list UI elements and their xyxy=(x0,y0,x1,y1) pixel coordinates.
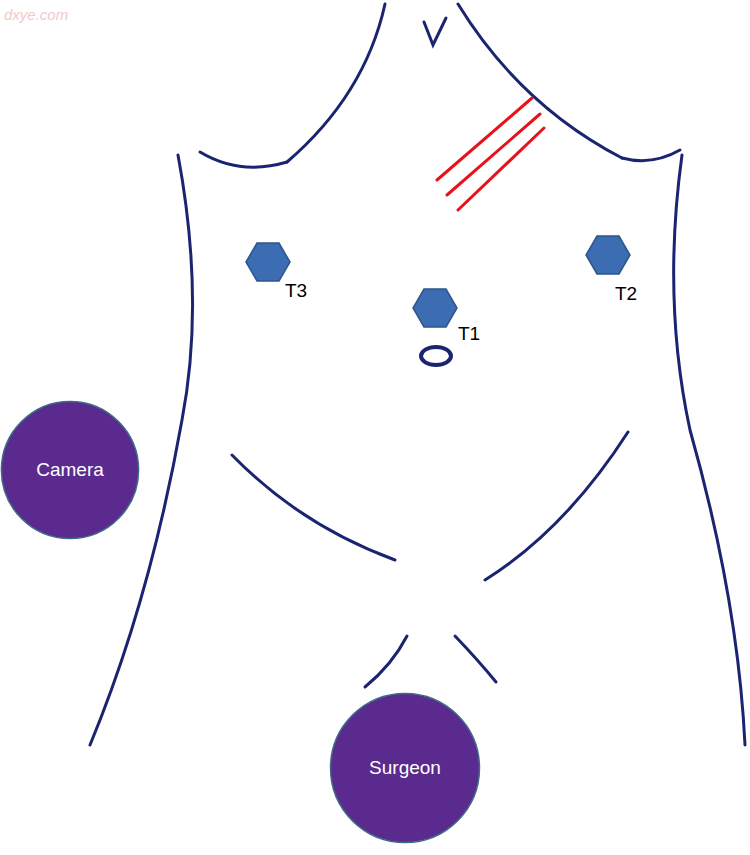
port-label: T2 xyxy=(615,283,637,305)
trocar-port xyxy=(246,243,290,281)
umbilicus xyxy=(421,347,451,365)
port-label: T3 xyxy=(285,280,307,302)
leg-left xyxy=(365,636,407,687)
body-right xyxy=(674,155,745,745)
port-label: T1 xyxy=(458,323,480,345)
incision-line xyxy=(458,128,544,210)
leg-right xyxy=(455,636,496,682)
sternal-notch xyxy=(424,18,446,45)
clavicle-left xyxy=(200,152,287,167)
trocar-port xyxy=(586,236,630,274)
neck-right xyxy=(458,4,622,158)
surgeon-circle: Surgeon xyxy=(329,692,481,844)
clavicle-right xyxy=(622,150,680,161)
neck-left xyxy=(287,4,385,162)
watermark: dxye.com xyxy=(4,6,68,23)
trocar-port xyxy=(413,289,457,327)
incision-line xyxy=(447,114,540,195)
groin-right xyxy=(485,432,628,580)
node-text: Camera xyxy=(36,459,104,481)
node-text: Surgeon xyxy=(369,757,441,779)
camera-circle: Camera xyxy=(0,400,140,540)
groin-left xyxy=(232,455,395,560)
incision-line xyxy=(437,98,532,180)
